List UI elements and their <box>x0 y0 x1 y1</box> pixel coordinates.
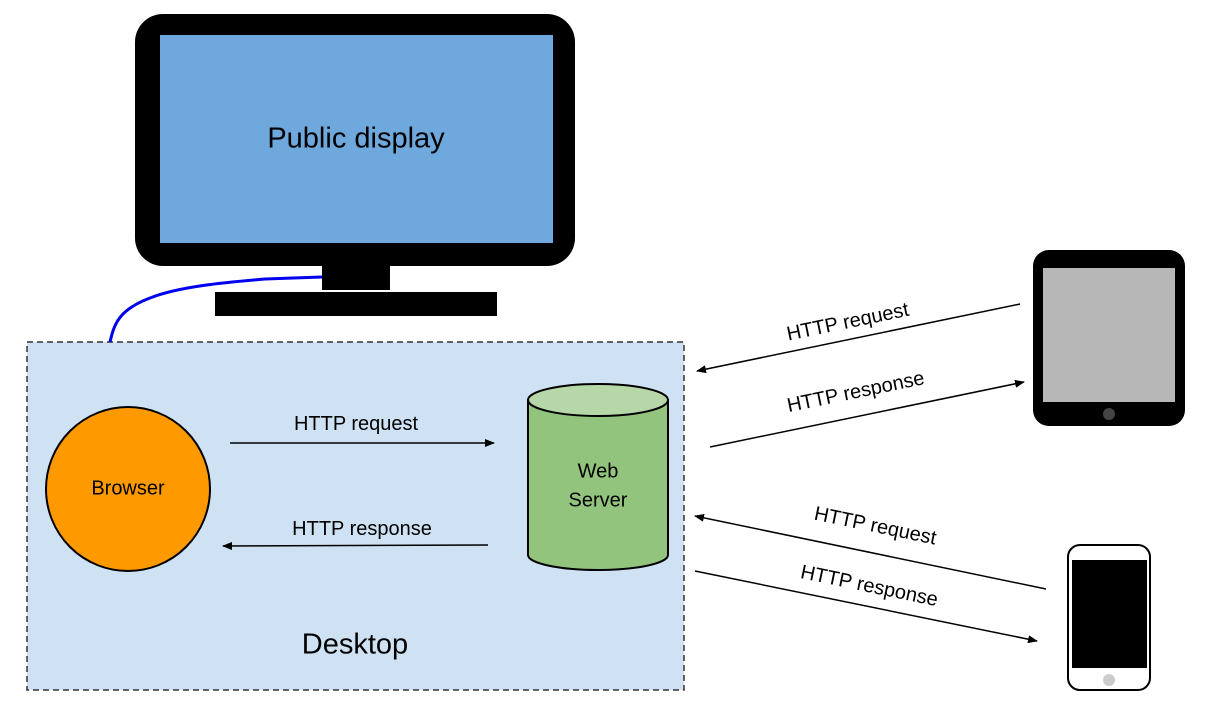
tablet-screen <box>1043 268 1175 402</box>
tablet-request-label: HTTP request <box>785 299 911 346</box>
server-top <box>527 383 669 417</box>
tablet-device <box>1033 250 1185 426</box>
monitor-screen <box>160 35 553 243</box>
browser-circle <box>45 406 211 572</box>
phone-home-button <box>1103 674 1115 686</box>
public-display-label: Public display <box>267 123 445 155</box>
monitor-neck <box>322 262 390 290</box>
desktop-label: Desktop <box>302 629 408 661</box>
web-server-node: Web Server <box>527 383 669 571</box>
web-server-label-line1: Web <box>578 460 619 482</box>
display-cable <box>108 275 323 343</box>
monitor-base <box>215 292 497 316</box>
server-body <box>527 399 669 571</box>
tablet-home-button <box>1103 408 1115 420</box>
tablet-response-label: HTTP response <box>785 367 926 417</box>
local-response-arrow <box>222 541 489 550</box>
public-display-monitor: Public display <box>135 14 575 316</box>
phone-screen <box>1072 560 1147 668</box>
phone-device <box>1067 544 1151 691</box>
phone-response-arrow <box>694 570 1038 644</box>
browser-node: Browser <box>45 406 211 572</box>
phone-request-label: HTTP request <box>812 503 938 550</box>
phone-response-label: HTTP response <box>799 561 940 611</box>
tablet-request-arrow <box>696 303 1021 374</box>
browser-label: Browser <box>91 477 165 499</box>
local-request-label: HTTP request <box>294 413 419 435</box>
web-server-label-line2: Server <box>569 489 628 511</box>
phone-request-arrow <box>694 513 1047 590</box>
local-response-label: HTTP response <box>292 518 432 540</box>
tablet-response-arrow <box>709 379 1025 448</box>
